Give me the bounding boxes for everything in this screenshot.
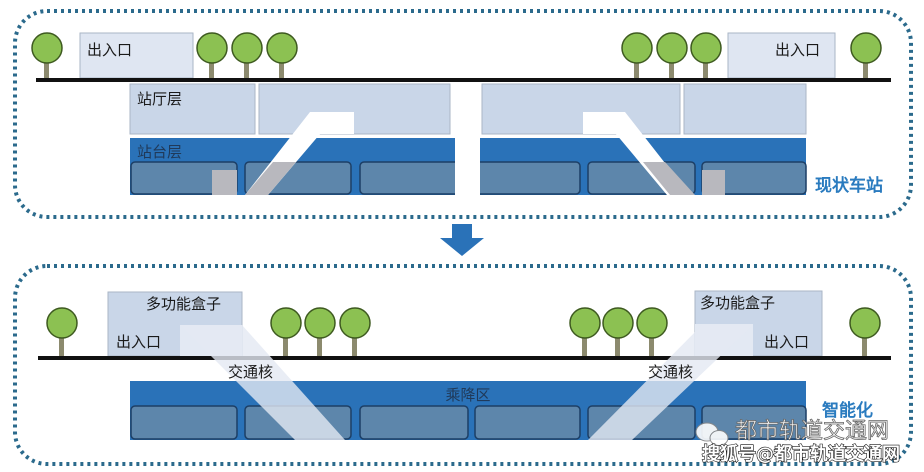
multifunction-box-left-label: 多功能盒子: [146, 295, 221, 313]
tree-icon: [569, 307, 601, 358]
tree-icon: [304, 307, 336, 358]
wechat-icon: [695, 422, 729, 446]
tree-icon: [339, 307, 371, 358]
tree-icon: [31, 32, 63, 80]
tree-icon: [196, 32, 228, 80]
transport-core-left-label: 交通核: [228, 363, 273, 381]
multifunction-box-right-label: 多功能盒子: [700, 294, 775, 312]
down-arrow-icon: [440, 224, 484, 256]
watermark-line1: 都市轨道交通网: [735, 419, 889, 444]
hall-label: 站厅层: [137, 90, 182, 108]
escalator-left: [212, 112, 354, 195]
current-station-caption: 现状车站: [815, 175, 883, 196]
tree-icon: [621, 32, 653, 80]
tree-icon: [602, 307, 634, 358]
ground-line: [36, 78, 891, 82]
entrance-left-box: [79, 32, 194, 79]
tree-icon: [690, 32, 722, 80]
boarding-area-label: 乘降区: [445, 386, 490, 404]
tree-icon: [231, 32, 263, 80]
tree-icon: [850, 32, 882, 80]
vertical-shaft: [455, 90, 480, 200]
tree-icon: [636, 307, 668, 358]
tree-icon: [266, 32, 298, 80]
watermark: 都市轨道交通网 搜狐号@都市轨道交通网: [695, 419, 901, 466]
bottom-trees: [46, 307, 881, 358]
tree-icon: [270, 307, 302, 358]
tree-icon: [46, 307, 78, 358]
transport-core-right-label: 交通核: [648, 363, 693, 381]
entrance-right-box: [727, 32, 836, 79]
entrance-left-label: 出入口: [116, 333, 161, 351]
entrance-left-label: 出入口: [87, 41, 132, 59]
platform-label: 站台层: [137, 143, 182, 161]
entrance-right-label: 出入口: [764, 333, 809, 351]
station-hall: [129, 83, 807, 135]
escalator-right: [583, 112, 725, 195]
transport-core-right: [588, 325, 753, 440]
tree-icon: [656, 32, 688, 80]
transport-core-left: [180, 325, 345, 440]
top-trees: [31, 32, 882, 80]
current-station-frame: [13, 9, 913, 219]
ground-line: [38, 356, 891, 360]
watermark-line2: 搜狐号@都市轨道交通网: [702, 443, 900, 465]
tree-icon: [849, 307, 881, 358]
entrance-right-label: 出入口: [775, 41, 820, 59]
smart-station-frame: [13, 264, 913, 466]
smart-station-caption: 智能化: [822, 400, 873, 421]
